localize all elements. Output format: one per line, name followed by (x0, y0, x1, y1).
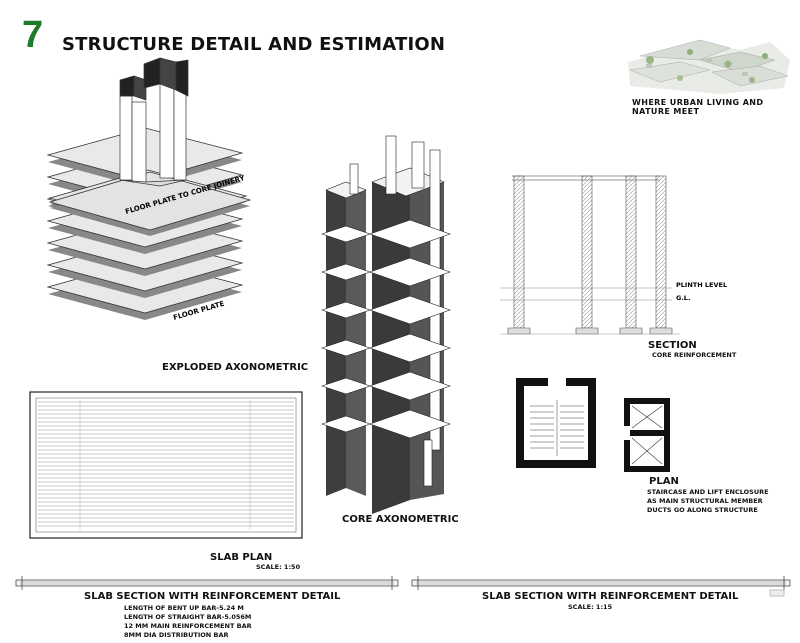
plan-lift-enclosure (624, 398, 670, 472)
exploded-core-walls (119, 57, 189, 187)
slab-plan-drawing (29, 391, 303, 539)
core-axonometric (321, 135, 451, 514)
plan-staircase-enclosure (516, 378, 596, 468)
slab-section-strip-1 (15, 576, 399, 590)
slab-section-1-title: SLAB SECTION WITH REINFORCEMENT DETAIL (84, 591, 341, 602)
plan-note-1: STAIRCASE AND LIFT ENCLOSURE (647, 488, 769, 496)
label-ground-level: G.L. (676, 294, 690, 302)
section-subtitle: CORE REINFORCEMENT (652, 351, 737, 359)
plan-note-2: AS MAIN STRUCTURAL MEMBER (647, 497, 763, 505)
slab-section-1-note-2: LENGTH OF STRAIGHT BAR-5.056M (124, 613, 252, 621)
slab-section-strip-2 (411, 576, 791, 597)
plan-note-3: DUCTS GO ALONG STRUCTURE (647, 506, 758, 514)
slab-section-2-scale: SCALE: 1:15 (568, 603, 613, 611)
tagline: WHERE URBAN LIVING AND NATURE MEET (632, 98, 764, 116)
slab-section-2-title: SLAB SECTION WITH REINFORCEMENT DETAIL (482, 591, 739, 602)
sheet-title: STRUCTURE DETAIL AND ESTIMATION (62, 34, 446, 55)
section-core-reinforcement (500, 175, 680, 335)
exploded-title: EXPLODED AXONOMETRIC (162, 362, 309, 373)
building-render-thumbnail (628, 39, 790, 94)
slab-plan-title: SLAB PLAN (210, 552, 273, 563)
slab-section-1-note-4: 8MM DIA DISTRIBUTION BAR (124, 631, 229, 639)
slab-section-1-note-3: 12 MM MAIN REINFORCEMENT BAR (124, 622, 252, 630)
plan-title: PLAN (649, 476, 679, 487)
sheet-number: 7 (22, 14, 44, 56)
core-title: CORE AXONOMETRIC (342, 514, 459, 525)
slab-plan-scale: SCALE: 1:50 (256, 563, 301, 571)
exploded-floor-plates (46, 127, 252, 320)
slab-section-1-note-1: LENGTH OF BENT UP BAR-5.24 M (124, 604, 244, 612)
label-plinth-level: PLINTH LEVEL (676, 281, 727, 289)
section-title: SECTION (648, 340, 697, 351)
